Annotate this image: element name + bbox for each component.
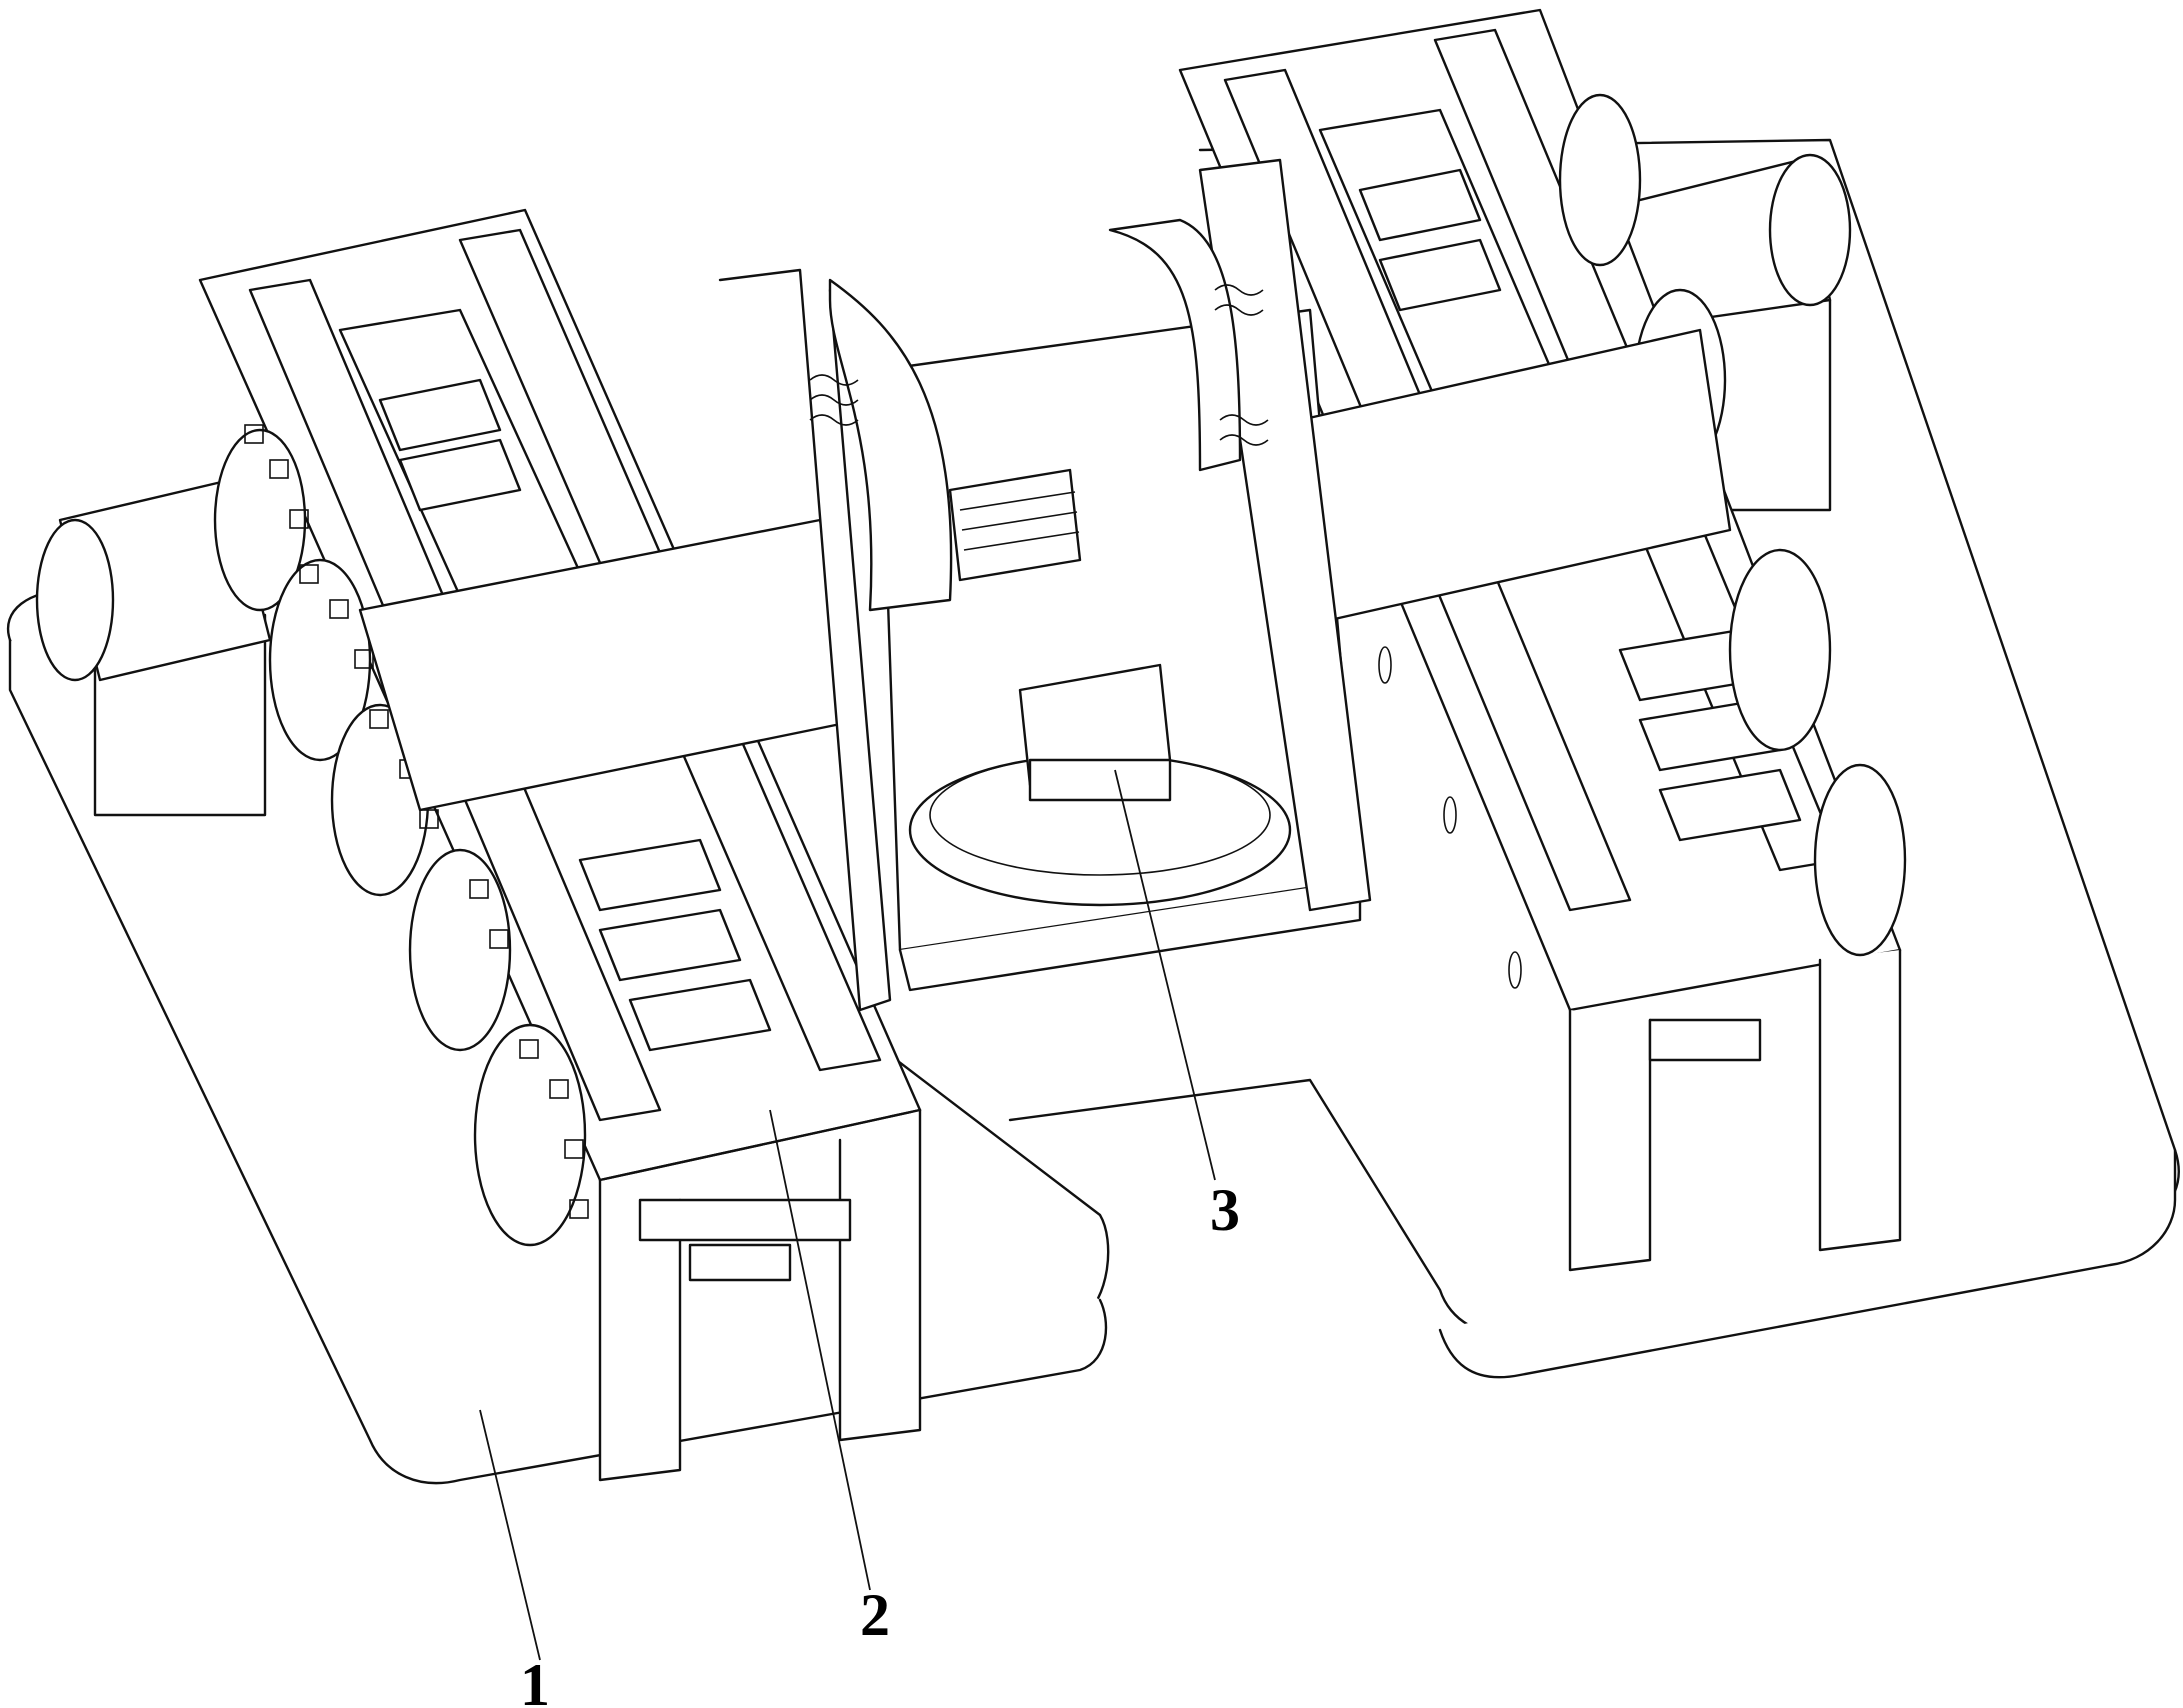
center-carriage — [358, 158, 1732, 1012]
right-motor — [1598, 153, 1852, 512]
label-3: 3 — [1210, 1177, 1240, 1243]
left-gear-train — [213, 424, 589, 1247]
leader-lines — [479, 769, 1216, 1661]
label-1: 1 — [520, 1652, 550, 1708]
label-2: 2 — [860, 1582, 890, 1648]
